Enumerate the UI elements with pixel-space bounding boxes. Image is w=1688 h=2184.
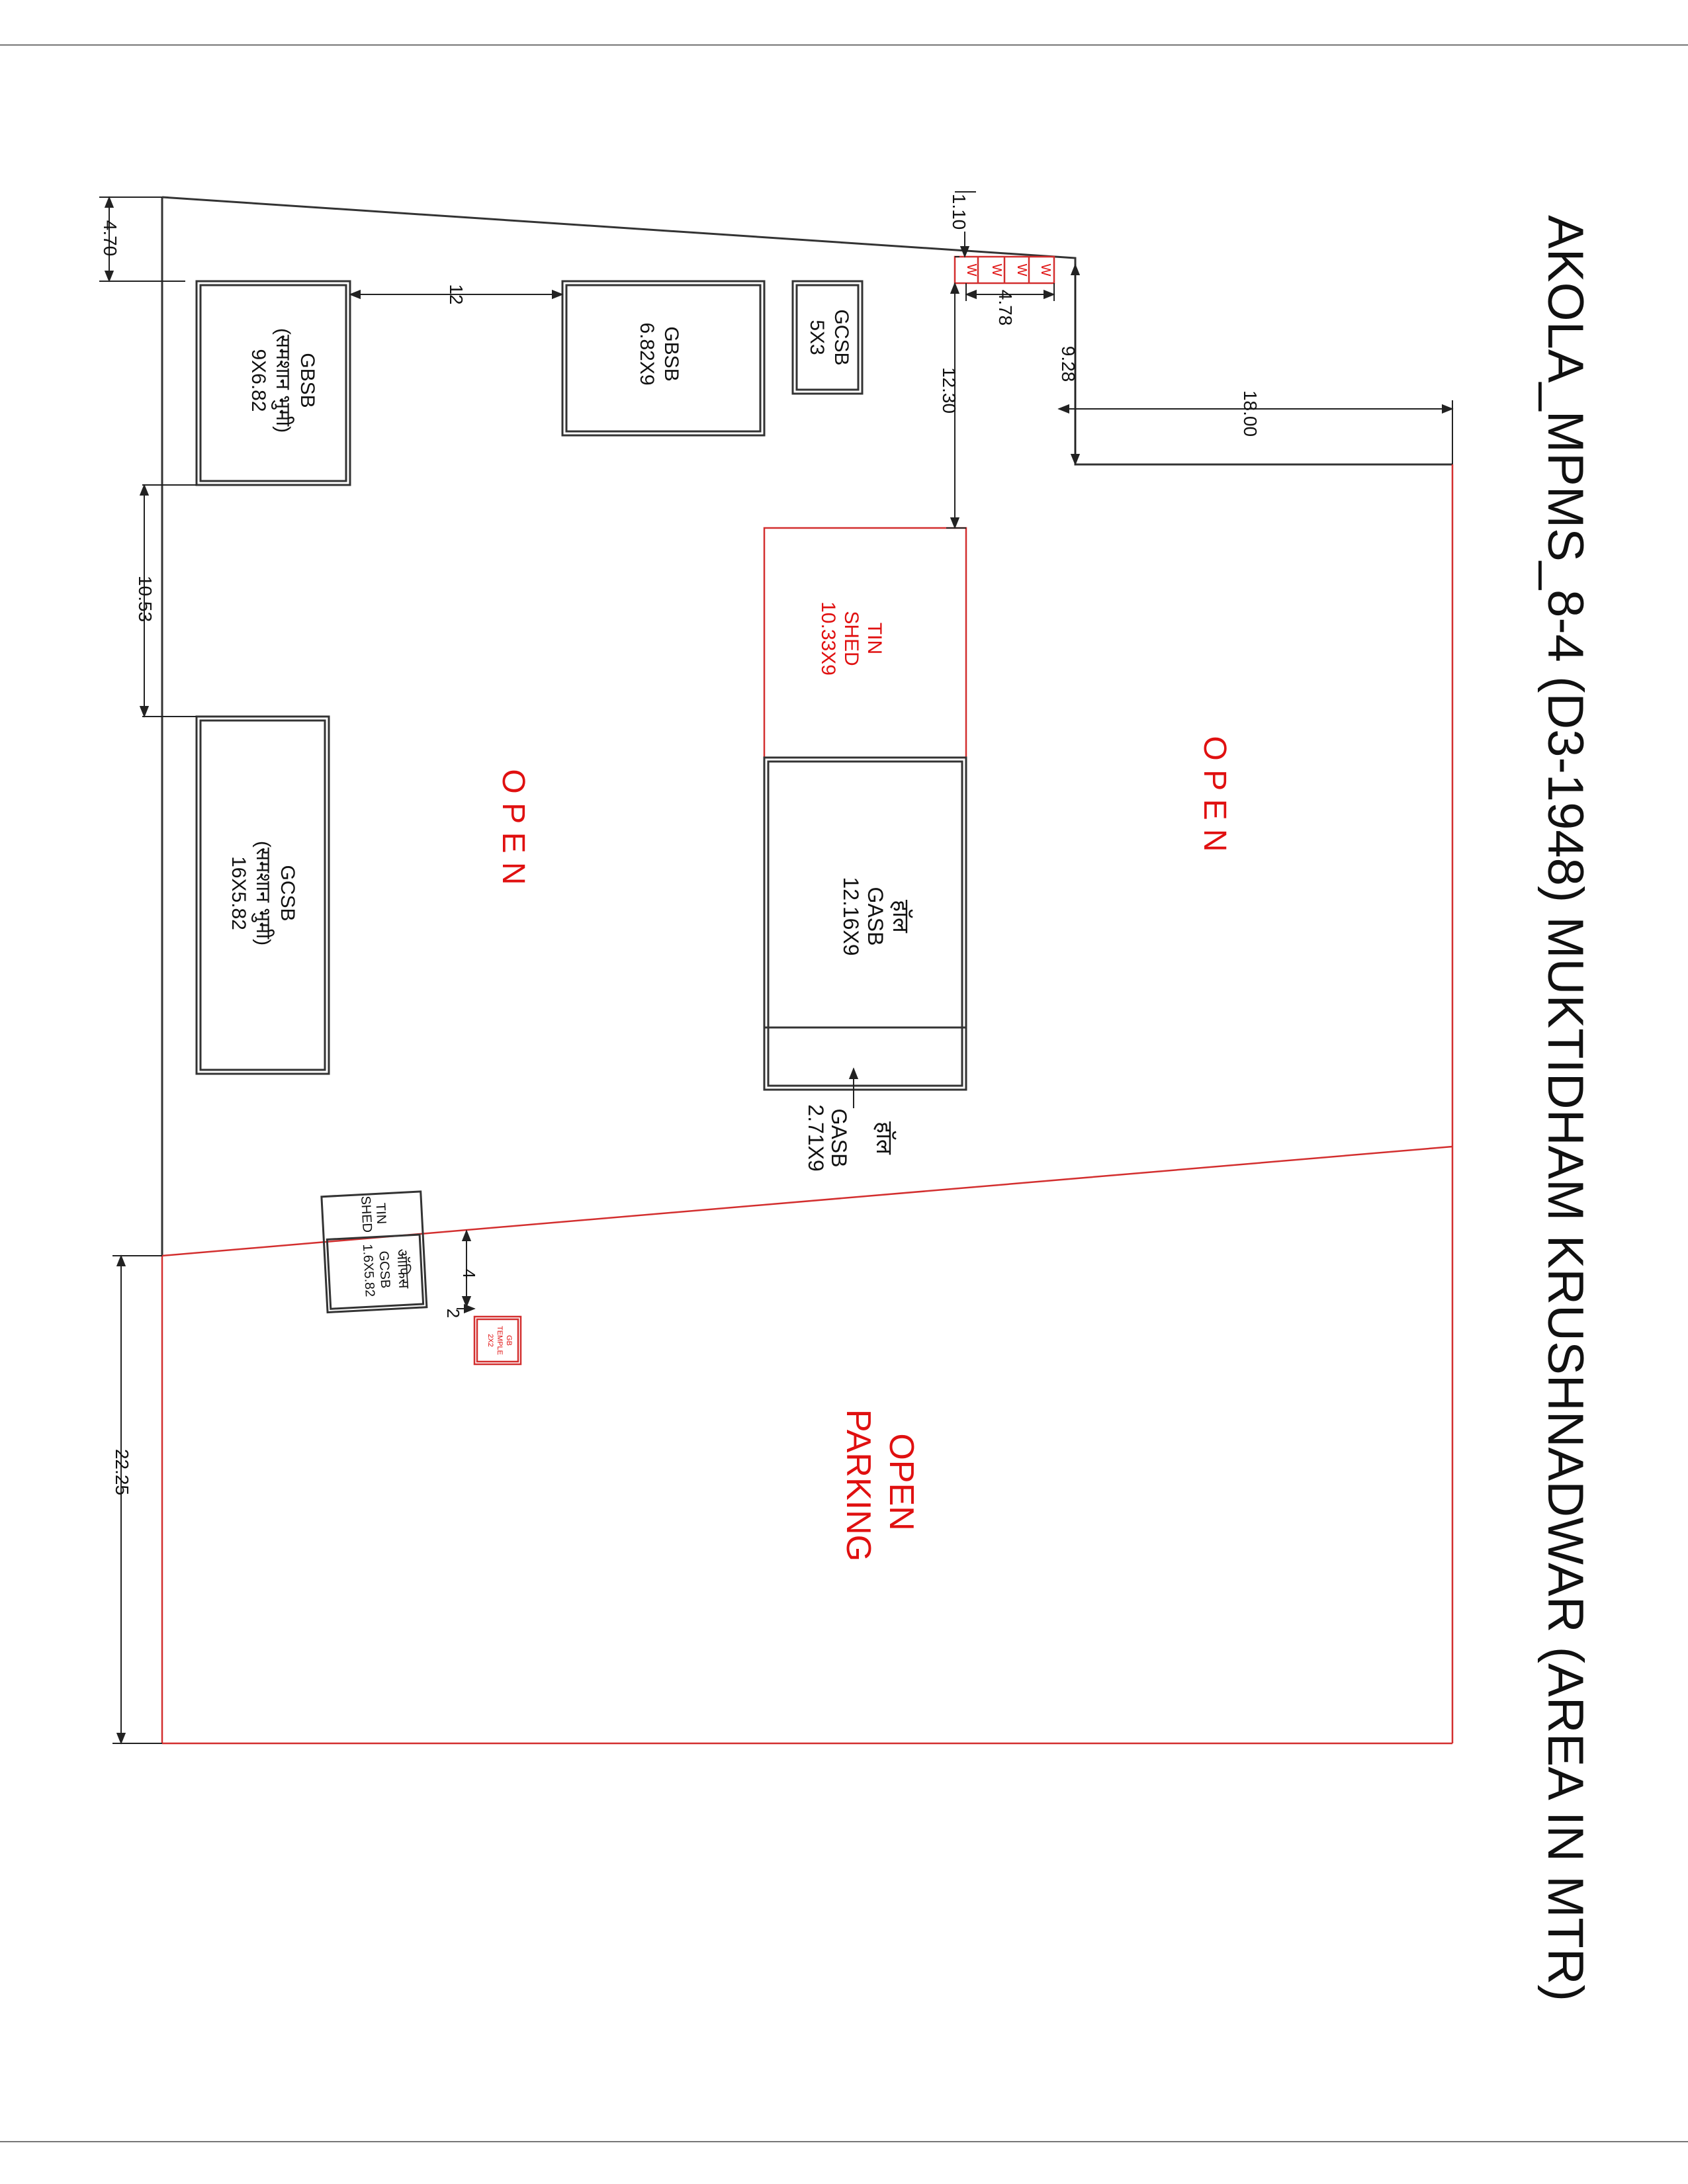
svg-text:TIN: TIN xyxy=(864,623,885,654)
svg-text:(समशान भुमी): (समशान भुमी) xyxy=(271,328,294,433)
svg-text:2.71X9: 2.71X9 xyxy=(804,1104,828,1171)
svg-text:9.28: 9.28 xyxy=(1058,346,1079,382)
svg-text:TEMPLE: TEMPLE xyxy=(496,1326,504,1355)
building-gcsb-samshan: GCSB (समशान भुमी) 16X5.82 xyxy=(195,715,330,1075)
toilet-w: W xyxy=(989,264,1004,277)
zone-open-right: O P E N xyxy=(1197,736,1232,852)
svg-text:4: 4 xyxy=(459,1269,479,1278)
zone-open-left: O P E N xyxy=(496,769,531,885)
svg-text:16X5.82: 16X5.82 xyxy=(228,856,249,930)
svg-text:GCSB: GCSB xyxy=(830,309,852,365)
svg-text:4.70: 4.70 xyxy=(100,220,120,257)
building-gbsb: GBSB 6.82X9 xyxy=(561,280,766,437)
building-gbsb-samshan: GBSB (समशान भुमी) 9X6.82 xyxy=(195,280,351,486)
svg-text:1.10: 1.10 xyxy=(949,194,969,230)
dimension-12-30: 12.30 xyxy=(939,282,966,529)
svg-text:GCSB: GCSB xyxy=(277,865,298,921)
dimension-9-28: 9.28 xyxy=(1058,263,1081,466)
drawing-title: AKOLA_MPMS_8-4 (D3-1948) MUKTIDHAM KRUSH… xyxy=(1537,215,1593,2001)
svg-text:GBSB: GBSB xyxy=(296,353,318,408)
dimension-4-78: 4.78 xyxy=(965,283,1055,326)
dimension-18-00: 18.00 xyxy=(1057,390,1454,464)
svg-text:ऑफिस: ऑफिस xyxy=(394,1248,412,1289)
svg-text:(समशान भुमी): (समशान भुमी) xyxy=(251,841,275,945)
building-gcsb-5x3: GCSB 5X3 xyxy=(791,280,864,395)
svg-text:10.33X9: 10.33X9 xyxy=(817,601,839,676)
tin-shed-large: TIN SHED 10.33X9 xyxy=(763,527,967,759)
dimension-4: 4 xyxy=(459,1229,479,1308)
svg-text:GCSB: GCSB xyxy=(376,1250,392,1289)
hall-gasb: हॉल GASB 12.16X9 xyxy=(763,756,967,1091)
dimension-12: 12 xyxy=(349,284,564,305)
svg-text:12: 12 xyxy=(446,284,466,304)
svg-text:12.16X9: 12.16X9 xyxy=(839,877,863,955)
svg-text:10.53: 10.53 xyxy=(135,576,155,622)
svg-text:SHED: SHED xyxy=(358,1196,375,1233)
svg-text:SHED: SHED xyxy=(840,611,862,666)
svg-text:9X6.82: 9X6.82 xyxy=(247,349,269,412)
dimension-2: 2 xyxy=(443,1303,476,1318)
gb-temple: GB TEMPLE 2X2 xyxy=(473,1315,522,1366)
svg-text:5X3: 5X3 xyxy=(806,320,828,355)
dimension-4-70: 4.70 xyxy=(99,196,185,283)
sheet-frame xyxy=(0,44,1688,2142)
svg-text:GASB: GASB xyxy=(864,887,887,946)
svg-text:2X2: 2X2 xyxy=(486,1334,494,1347)
office-with-tin-shed: TIN SHED ऑफिस GCSB 1.6X5.82 xyxy=(320,1190,428,1314)
svg-text:4.78: 4.78 xyxy=(995,290,1016,326)
toilet-w: W xyxy=(1014,264,1029,277)
svg-text:22.25: 22.25 xyxy=(112,1449,132,1495)
toilet-block: W W W W xyxy=(964,257,1053,283)
hall-gasb-small-label: हॉल GASB 2.71X9 xyxy=(804,1067,897,1172)
svg-text:1.6X5.82: 1.6X5.82 xyxy=(360,1244,377,1297)
zone-open-parking: OPEN PARKING xyxy=(839,1409,920,1561)
toilet-w: W xyxy=(1038,264,1053,277)
dimension-10-53: 10.53 xyxy=(135,484,197,718)
svg-text:12.30: 12.30 xyxy=(939,367,959,414)
svg-text:GB: GB xyxy=(505,1335,513,1346)
svg-text:6.82X9: 6.82X9 xyxy=(636,322,658,385)
dimension-22-25: 22.25 xyxy=(112,1254,162,1745)
svg-text:18.00: 18.00 xyxy=(1240,390,1261,437)
svg-text:GASB: GASB xyxy=(827,1109,851,1168)
svg-text:2: 2 xyxy=(443,1309,463,1318)
svg-text:TIN: TIN xyxy=(373,1202,389,1224)
svg-text:PARKING: PARKING xyxy=(839,1409,877,1561)
toilet-w: W xyxy=(964,264,979,277)
svg-text:GBSB: GBSB xyxy=(660,326,682,381)
svg-text:हॉल: हॉल xyxy=(888,900,913,934)
dimension-1-10: 1.10 xyxy=(949,191,976,258)
svg-text:हॉल: हॉल xyxy=(871,1121,897,1155)
svg-text:OPEN: OPEN xyxy=(882,1433,920,1530)
